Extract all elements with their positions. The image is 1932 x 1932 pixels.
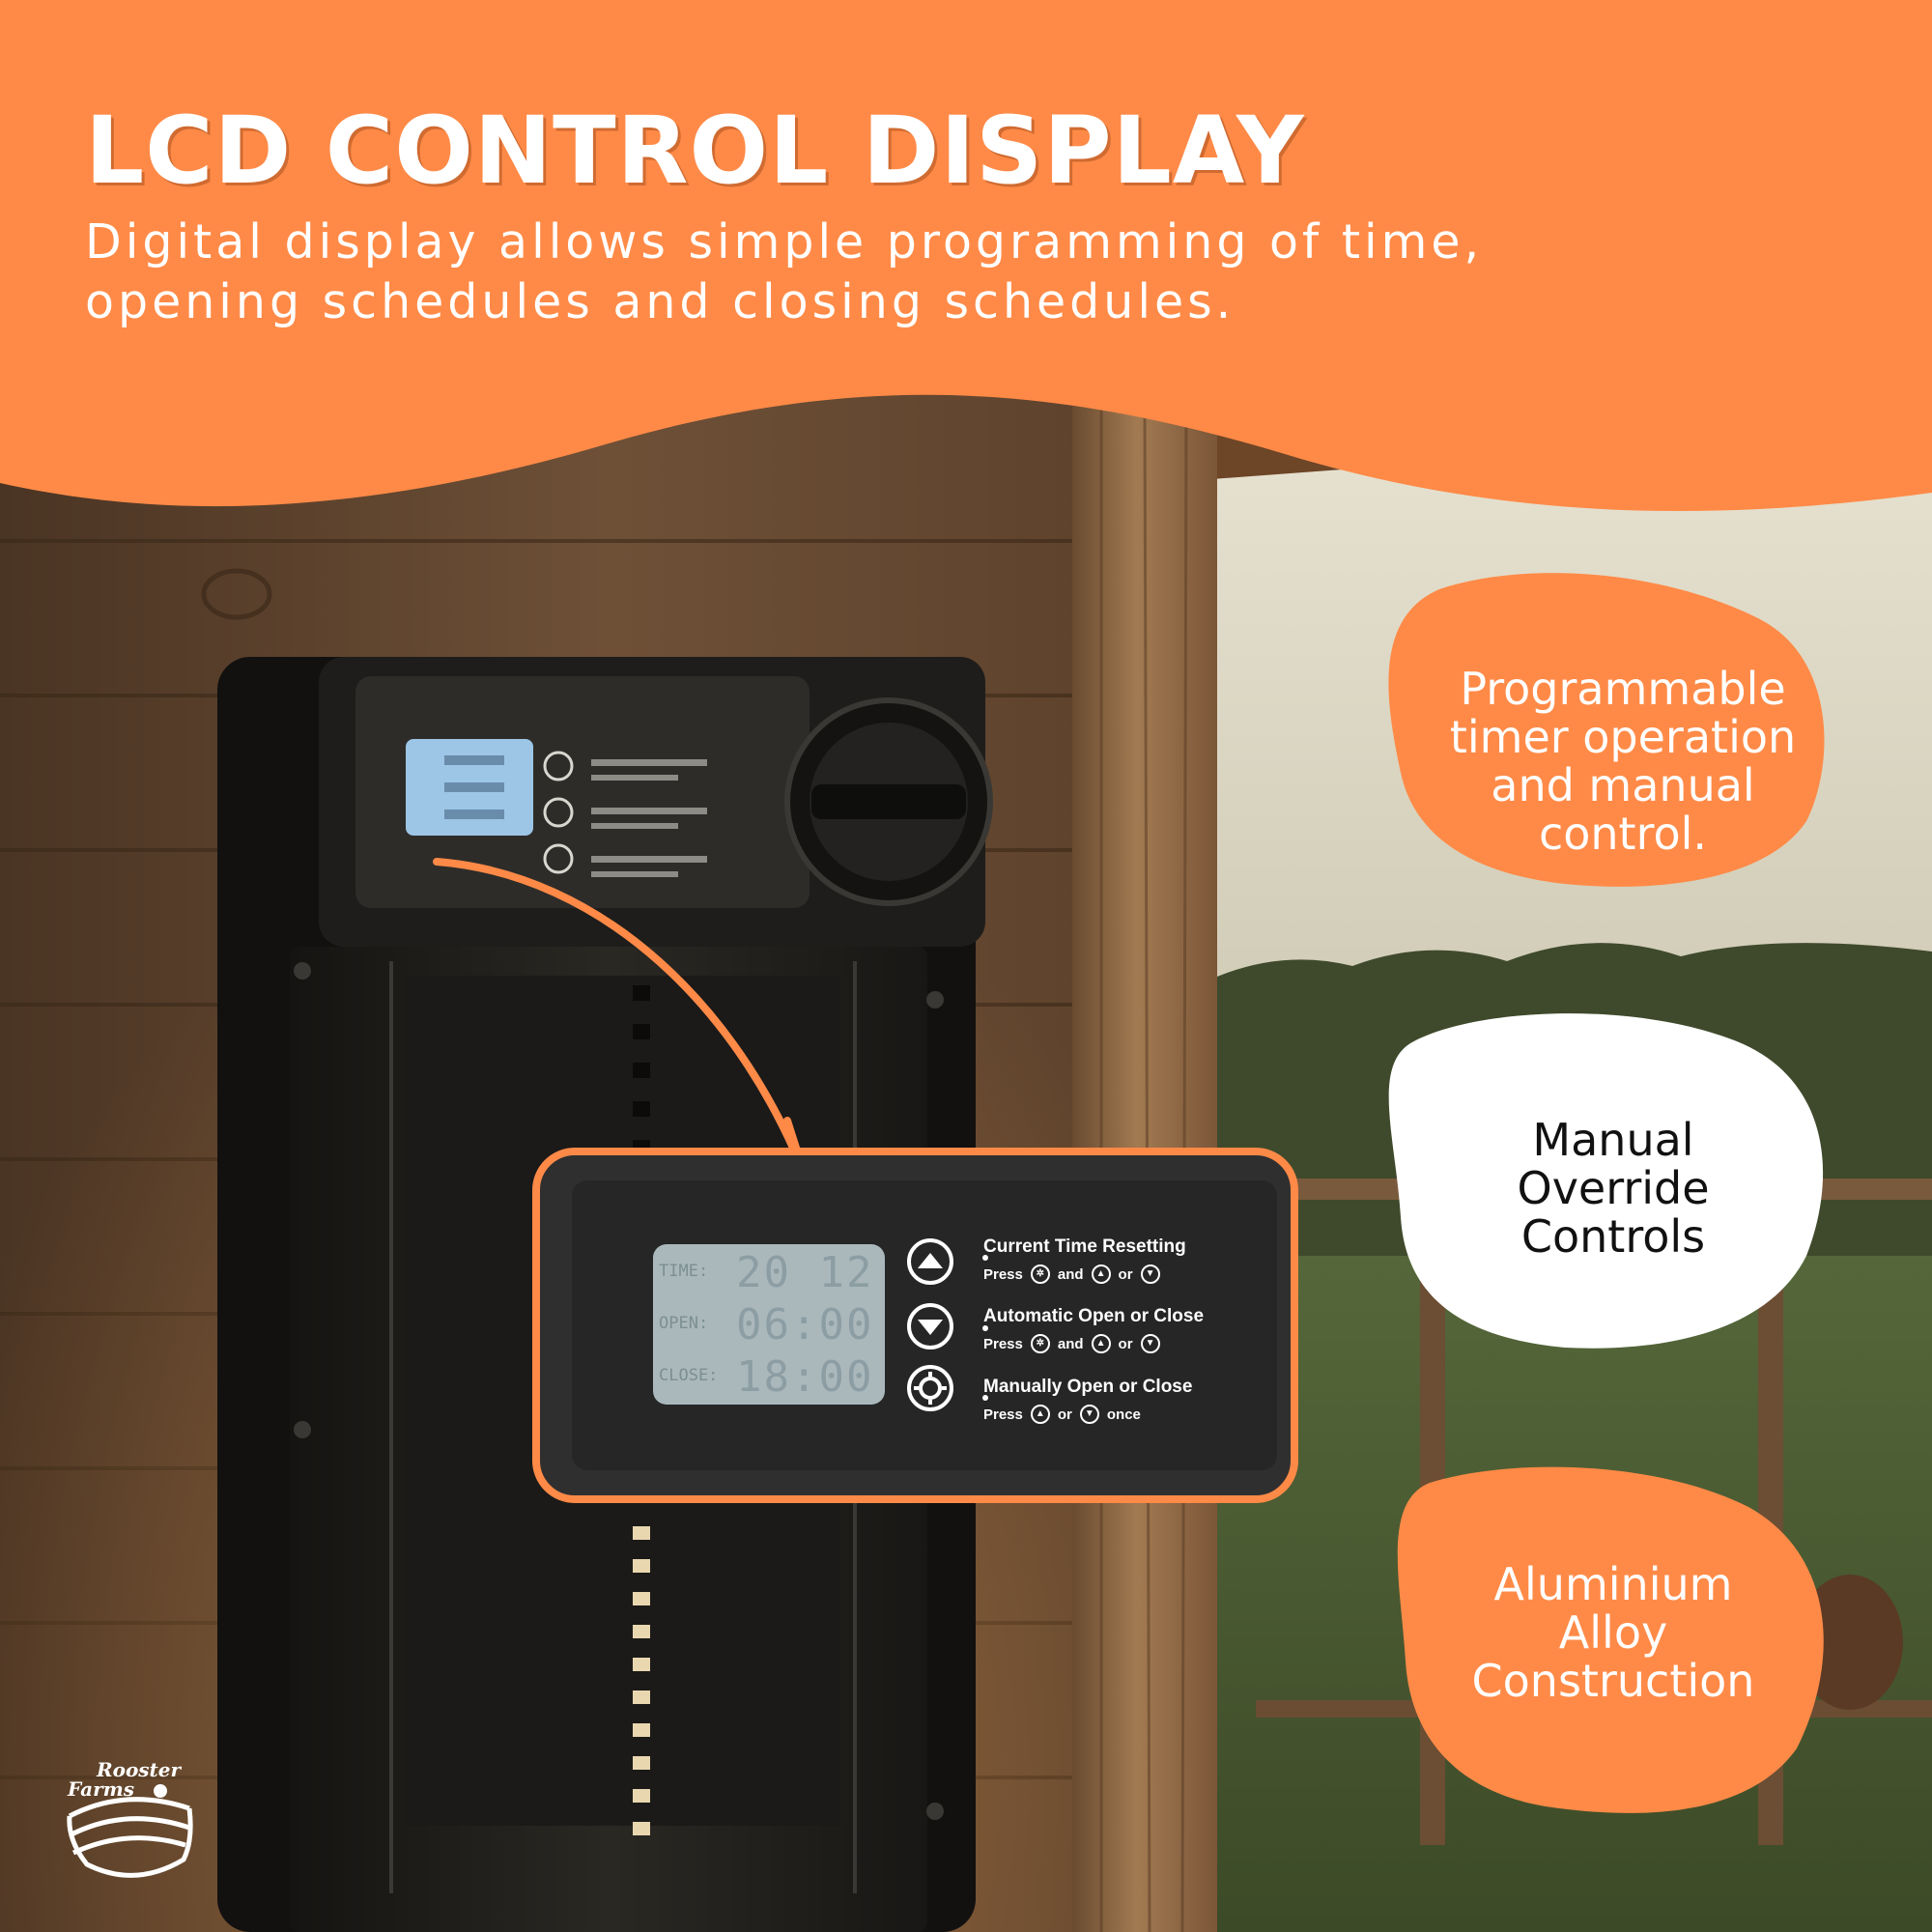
brand-line: Rooster (97, 1758, 182, 1781)
large-lcd-screen (653, 1244, 885, 1405)
screw-heads (294, 962, 944, 1820)
feature-bubble-timer (1388, 573, 1825, 887)
subtitle-line: Digital display allows simple programmin… (85, 214, 1484, 270)
down-mini-icon: ▼ (1079, 1405, 1099, 1424)
small-instruction-lines (591, 759, 707, 877)
chicken-silhouette (1797, 1575, 1903, 1710)
down-mini-icon: ▼ (1140, 1264, 1160, 1284)
instruction-joiner: or (1118, 1265, 1133, 1283)
feature-text-manual: Manual Override Controls (1517, 1114, 1710, 1263)
control-faceplate (355, 676, 810, 908)
small-gear-icon (543, 843, 574, 874)
instruction-joiner: or (1118, 1335, 1133, 1352)
instruction-detail: Press ▲ or ▼ once (983, 1405, 1192, 1424)
callout-arrow (433, 858, 817, 1202)
instruction-manual-open-close: Manually Open or Close Press ▲ or ▼ once (983, 1377, 1192, 1424)
lcd-row-close: CLOSE: 18:00 (653, 1352, 885, 1402)
instruction-detail: Press ✲ and ▲ or ▼ (983, 1334, 1204, 1353)
up-mini-icon: ▲ (1030, 1405, 1050, 1424)
feature-bubble-manual (1388, 1013, 1824, 1349)
lcd-label: TIME: (659, 1262, 709, 1281)
lcd-readout: TIME: 20 12 OPEN: 06:00 CLOSE: 18:00 (653, 1244, 885, 1402)
instruction-title: Current Time Resetting (983, 1236, 1186, 1257)
door-light-slots (633, 1526, 650, 1835)
feature-text-timer: Programmable timer operation and manual … (1449, 663, 1797, 860)
brand-wordmark: Rooster Farms (68, 1760, 181, 1799)
rooster-farms-logo (67, 1784, 193, 1878)
lcd-row-open: OPEN: 06:00 (653, 1300, 885, 1350)
down-arrow-button-icon (907, 1303, 953, 1350)
gear-button-icon (907, 1365, 953, 1411)
lcd-row-time: TIME: 20 12 (653, 1248, 885, 1297)
feature-bubble-alloy (1397, 1466, 1824, 1813)
up-mini-icon: ▲ (1091, 1334, 1111, 1353)
instruction-joiner: or (1057, 1406, 1072, 1423)
feature-text-alloy: Aluminium Alloy Construction (1471, 1558, 1755, 1707)
instruction-detail: Press ✲ and ▲ or ▼ (983, 1264, 1186, 1284)
lcd-label: CLOSE: (659, 1366, 719, 1385)
instruction-joiner: and (1057, 1265, 1084, 1283)
instruction-title: Automatic Open or Close (983, 1306, 1205, 1326)
lcd-label: OPEN: (659, 1314, 709, 1333)
lcd-value: 18:00 (736, 1352, 874, 1402)
lcd-value: 06:00 (736, 1300, 874, 1350)
instruction-joiner: and (1057, 1335, 1084, 1352)
lcd-value: 20 12 (736, 1248, 874, 1297)
subtitle-line: opening schedules and closing schedules. (85, 274, 1236, 329)
instruction-time-reset: Current Time Resetting Press ✲ and ▲ or … (983, 1236, 1186, 1284)
up-arrow-button-icon (907, 1238, 953, 1285)
gear-mini-icon: ✲ (1030, 1264, 1050, 1284)
instruction-title: Manually Open or Close (983, 1377, 1193, 1397)
instruction-press: Press (983, 1406, 1023, 1423)
brand-line: Farms (68, 1777, 135, 1801)
small-lcd-digits (444, 755, 504, 819)
page-subtitle: Digital display allows simple programmin… (85, 213, 1727, 332)
header-band (0, 0, 1932, 512)
instruction-bullets (982, 1255, 988, 1401)
gear-mini-icon: ✲ (1030, 1334, 1050, 1353)
instruction-tail: once (1106, 1406, 1141, 1423)
instruction-auto-open-close: Automatic Open or Close Press ✲ and ▲ or… (983, 1306, 1204, 1353)
page-title: LCD CONTROL DISPLAY (85, 97, 1305, 205)
down-mini-icon: ▼ (1140, 1334, 1160, 1353)
small-up-icon (543, 751, 574, 781)
up-mini-icon: ▲ (1091, 1264, 1111, 1284)
instruction-press: Press (983, 1265, 1023, 1283)
small-down-icon (543, 797, 574, 828)
instruction-press: Press (983, 1335, 1023, 1352)
motor-knob-grip (811, 784, 966, 819)
